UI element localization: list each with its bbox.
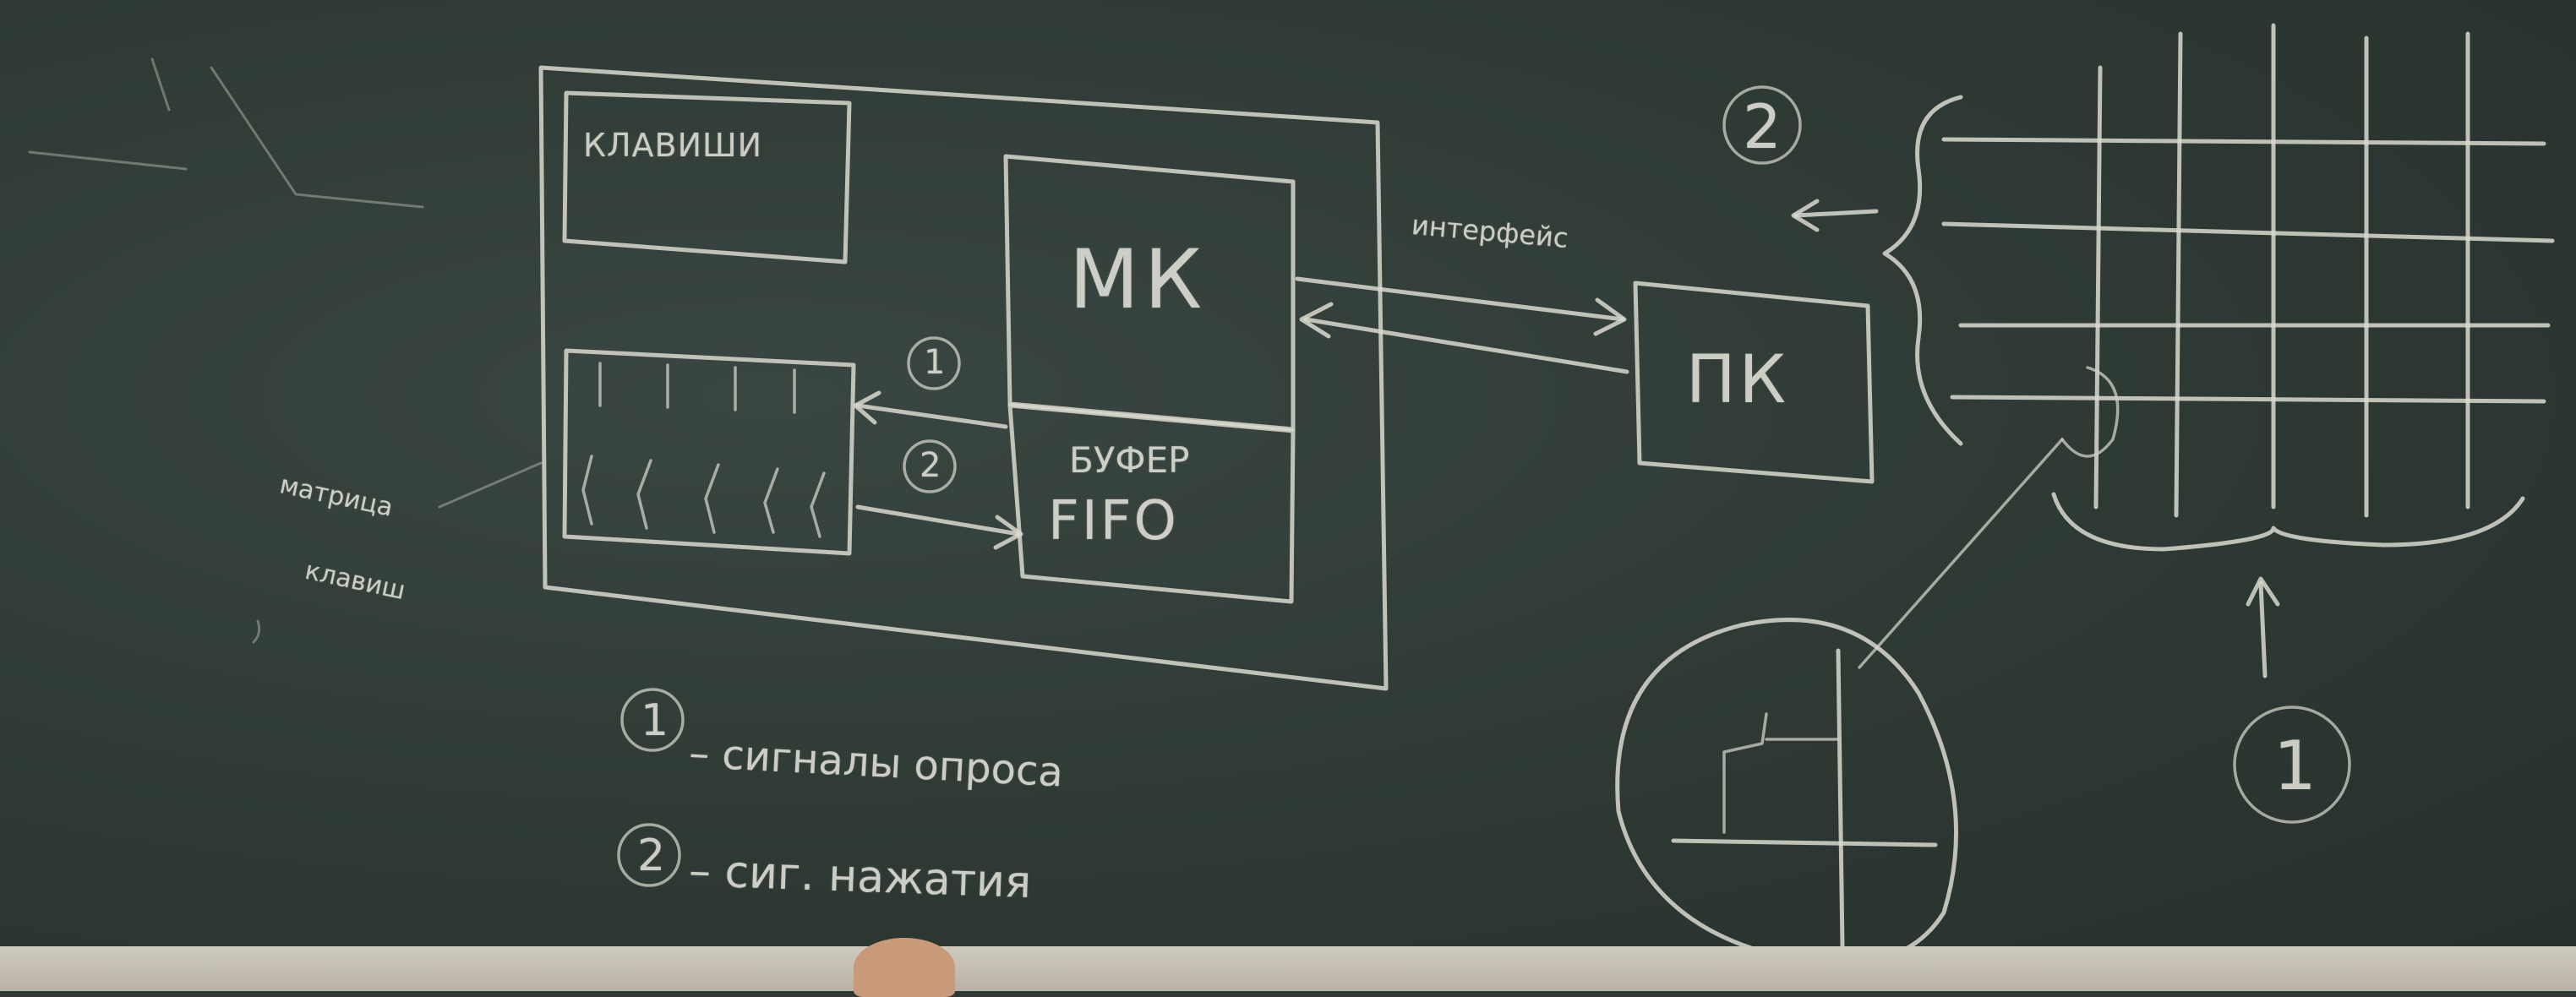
mcu-label: МК bbox=[1069, 232, 1207, 327]
corner-sketch bbox=[28, 57, 424, 209]
legend-2-number: 2 bbox=[637, 831, 666, 881]
marker-2: 2 bbox=[920, 446, 941, 485]
grid-marker-circle-2 bbox=[1722, 85, 1802, 165]
keys-label: КЛАВИШИ bbox=[583, 127, 763, 164]
matrix-pointer bbox=[438, 461, 543, 509]
grid-marker-1: 1 bbox=[2273, 727, 2317, 805]
zoom-circle bbox=[1615, 618, 1959, 967]
grid-marker-2: 2 bbox=[1743, 91, 1782, 162]
legend-1-number: 1 bbox=[641, 695, 669, 746]
key-grid bbox=[1941, 23, 2555, 518]
buffer-label-line2: FIFO bbox=[1048, 490, 1179, 553]
hand bbox=[854, 938, 955, 997]
press-arrow bbox=[855, 504, 1023, 550]
interface-arrows bbox=[1295, 276, 1629, 374]
grid-marker-circle-1 bbox=[2233, 706, 2351, 824]
marker-circle-1 bbox=[907, 336, 961, 390]
zoom-highlight bbox=[2060, 366, 2120, 458]
grid-arrow-left bbox=[1791, 199, 1879, 232]
legend-circle-1 bbox=[620, 688, 685, 752]
legend-circle-2 bbox=[617, 823, 681, 887]
grid-brace bbox=[1882, 95, 1963, 446]
poll-arrow bbox=[853, 390, 1008, 429]
keys-box bbox=[562, 90, 852, 264]
zoom-connector bbox=[1858, 438, 2064, 669]
stray-mark bbox=[252, 619, 261, 644]
marker-circle-2 bbox=[903, 439, 957, 493]
pc-label: ПК bbox=[1686, 342, 1790, 418]
device-box bbox=[538, 65, 1389, 691]
grid-bottom-brace bbox=[2051, 492, 2525, 552]
grid-arrow-up bbox=[2246, 576, 2280, 678]
buffer-label-line1: БУФЕР bbox=[1069, 439, 1190, 481]
pc-box bbox=[1633, 281, 1875, 484]
marker-1: 1 bbox=[924, 343, 946, 382]
zoom-detail bbox=[1671, 648, 1938, 949]
key-matrix-box bbox=[562, 348, 856, 556]
board-frame bbox=[0, 946, 2576, 991]
buffer-box bbox=[1007, 403, 1296, 604]
